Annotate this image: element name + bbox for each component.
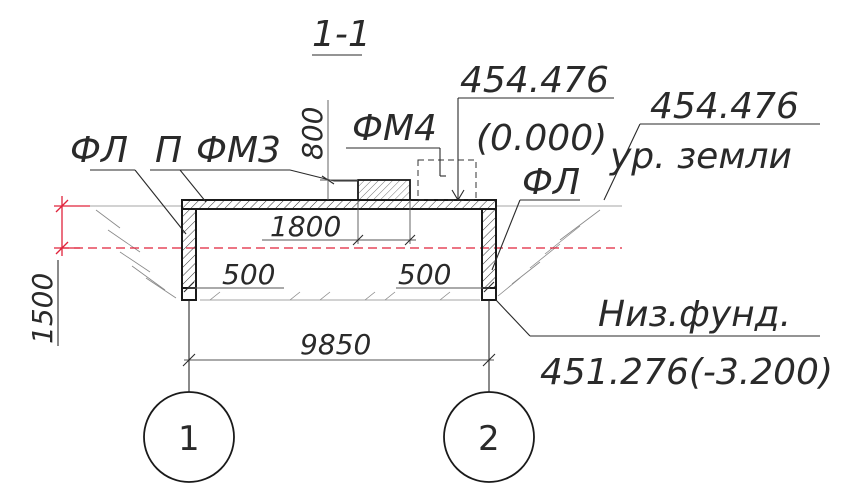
axis-1-bubble bbox=[143, 391, 235, 483]
bottom-ground-hatch bbox=[200, 291, 480, 301]
fm3-block bbox=[357, 179, 411, 201]
dim-500-left bbox=[183, 281, 284, 293]
footing-left-base bbox=[181, 287, 197, 301]
elevation-top-relative: (0.000) bbox=[476, 118, 607, 159]
footing-right-base bbox=[481, 287, 497, 301]
elevation-top-value: 454.476 bbox=[460, 60, 609, 101]
elevation-ground-value: 454.476 bbox=[650, 86, 799, 127]
dim-9850-label: 9850 bbox=[300, 328, 371, 361]
ground-hatch-right bbox=[496, 205, 622, 297]
dim-1800 bbox=[262, 200, 416, 246]
dim-800-label: 800 bbox=[296, 107, 329, 160]
elevation-bottom-value: 451.276(-3.200) bbox=[540, 352, 833, 393]
dim-9850 bbox=[182, 353, 496, 367]
dim-1800-label: 1800 bbox=[270, 210, 341, 243]
label-fl-right: ФЛ bbox=[522, 162, 580, 203]
elevation-ground-label: ур. земли bbox=[609, 136, 792, 177]
fm4-block-dashed bbox=[417, 159, 477, 201]
axis-2-label: 2 bbox=[478, 419, 500, 459]
footing-left bbox=[181, 208, 197, 300]
dim-800 bbox=[320, 100, 358, 200]
label-fm3: ФМ3 bbox=[196, 130, 281, 171]
dim-1500 bbox=[54, 196, 90, 256]
dim-500-left-label: 500 bbox=[222, 258, 275, 291]
dim-1500-label: 1500 bbox=[26, 273, 59, 344]
elevation-bottom-label: Низ.фунд. bbox=[598, 294, 791, 335]
slab bbox=[181, 199, 497, 210]
label-fl-left: ФЛ bbox=[70, 130, 128, 171]
axis-2-bubble bbox=[443, 391, 535, 483]
dim-500-right-label: 500 bbox=[398, 258, 451, 291]
footing-right bbox=[481, 208, 497, 300]
axis-1-label: 1 bbox=[178, 419, 200, 459]
label-fm4: ФМ4 bbox=[352, 108, 437, 149]
section-title: 1-1 bbox=[312, 14, 371, 55]
label-p: П bbox=[155, 130, 182, 171]
ground-hatch-left bbox=[90, 205, 182, 299]
dim-500-right bbox=[396, 281, 495, 293]
